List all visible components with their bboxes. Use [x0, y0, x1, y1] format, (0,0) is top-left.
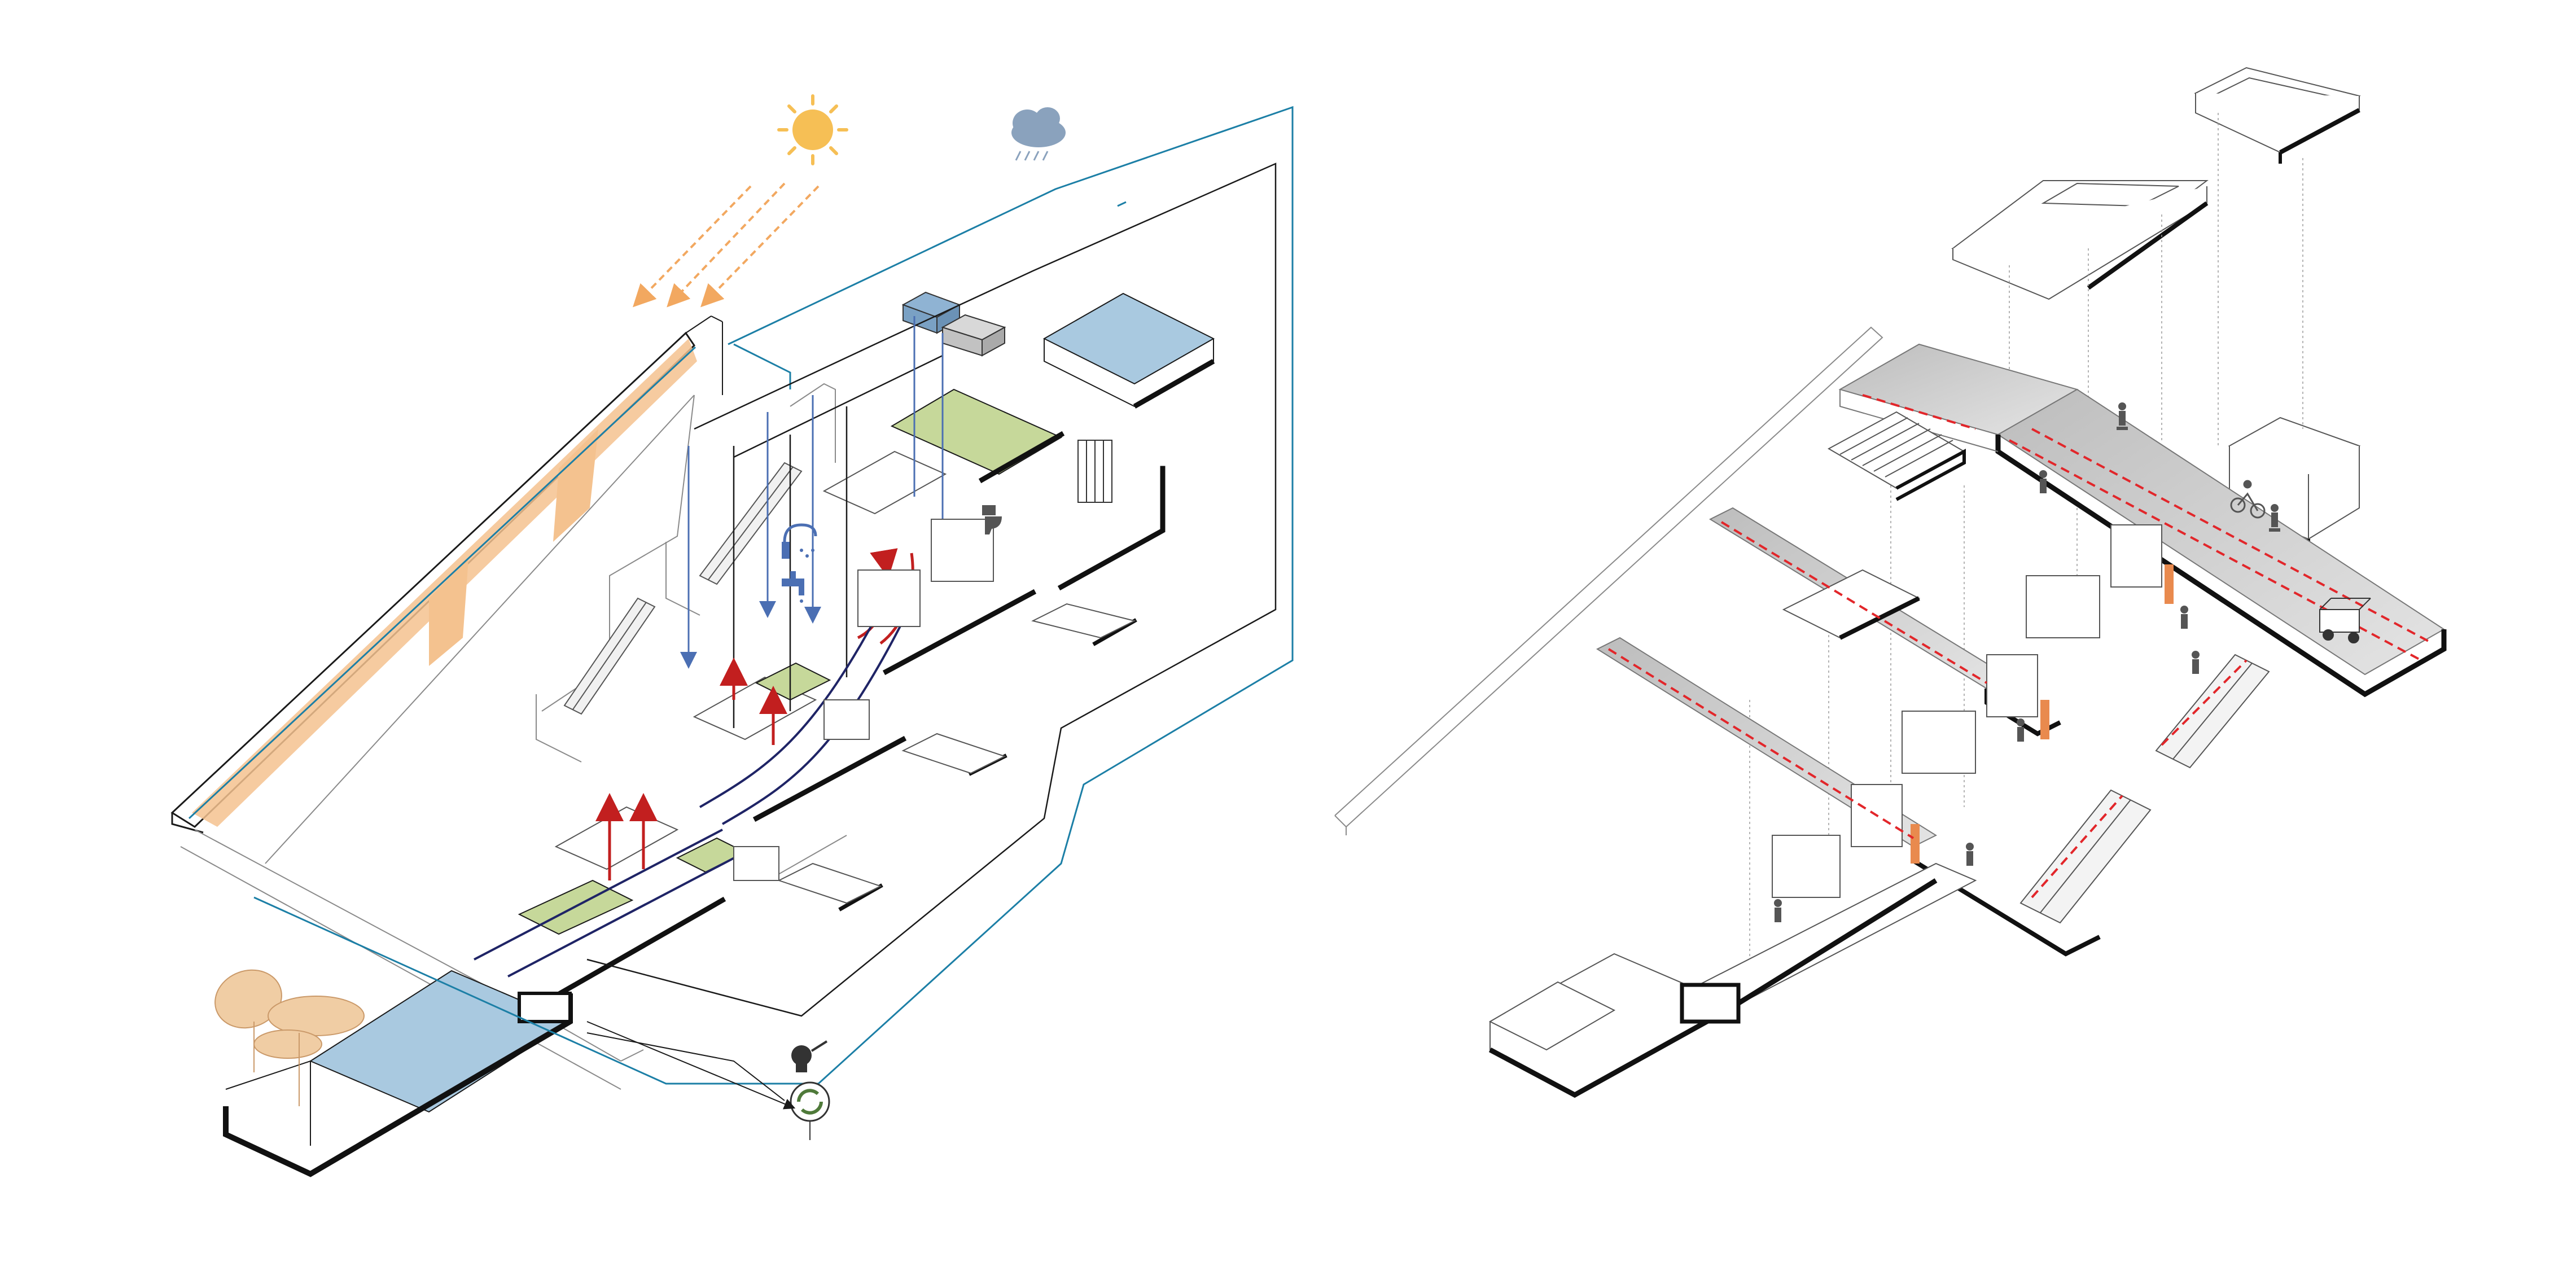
pedestrian-figures: [1774, 470, 2200, 922]
upper-deck: [1838, 343, 2447, 698]
cyclist: [2230, 480, 2266, 519]
solar-ray-arrows: [633, 182, 820, 308]
roof-module-top: [2194, 67, 2361, 164]
lily-pad-canopy: [214, 969, 365, 1106]
kiosk-modules: [1772, 524, 2162, 898]
shower-icon: [782, 523, 817, 559]
ground-pool: [223, 970, 573, 1177]
environmental-systems-axonometric: [170, 94, 1294, 1177]
orange-doors: [1911, 564, 2174, 864]
slab-surfaces: [777, 603, 1136, 904]
watering-can-icon: [791, 1040, 828, 1072]
equipment-rooms: [733, 519, 994, 881]
recycle-icon: [790, 1081, 830, 1140]
heat-exchange-pipes: [474, 598, 910, 978]
utility-cart: [2319, 598, 2371, 643]
ground-structure: [1488, 862, 1977, 1098]
faucet-icon: [782, 571, 804, 603]
escalator-pair-lower: [2019, 789, 2152, 924]
sun-icon: [777, 94, 848, 165]
escalator-lower: [563, 597, 656, 715]
supply-pipes: [680, 316, 944, 669]
rain-cloud-icon: [1011, 107, 1066, 161]
roof-module-middle: [1951, 180, 2209, 300]
segway-riders: [2117, 402, 2280, 532]
rooftop-pool: [1042, 292, 1215, 409]
upper-stair: [1827, 411, 1966, 501]
recirculation-circuit: [586, 163, 1277, 1017]
drainage-lines: [586, 1021, 796, 1110]
louver-columns: [1077, 440, 1112, 503]
escalator-pair-upper: [2155, 654, 2270, 769]
escalator-upper: [699, 462, 803, 585]
solar-roof: [170, 316, 723, 834]
sloped-ramp-outline: [1334, 326, 1883, 835]
circulation-flows-axonometric: [1334, 67, 2447, 1098]
toilet-icon: [982, 505, 1002, 534]
